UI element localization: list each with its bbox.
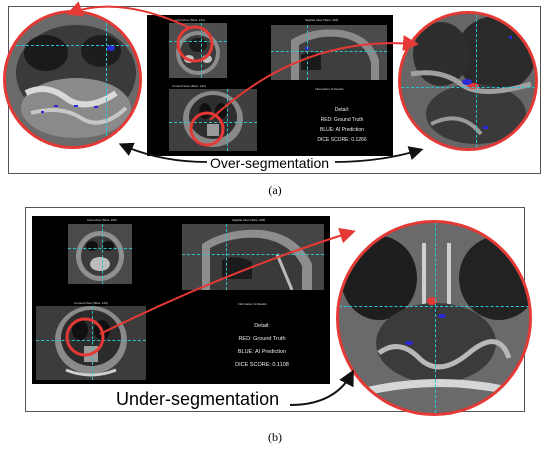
zoom-sagittal-detail-a	[398, 11, 538, 151]
arrow-to-right-zoom-a	[209, 35, 419, 121]
axial-view-title: Axial View (Slice: 166)	[87, 218, 117, 222]
crosshair-vertical	[201, 23, 202, 78]
caption-b: (b)	[268, 430, 282, 444]
crosshair-horizontal	[6, 45, 139, 46]
crosshair-vertical	[92, 306, 93, 380]
ground-truth-legend: RED: Ground Truth	[238, 336, 286, 342]
arrow-to-left-zoom-a	[66, 1, 191, 29]
over-segmentation-label: Over-segmentation	[210, 155, 330, 171]
caption-a: (a)	[268, 183, 282, 197]
results-info-b: Detail: RED: Ground Truth BLUE: AI Predi…	[212, 320, 312, 372]
zoom-coronal-detail-b	[336, 220, 532, 416]
zoom-axial-detail-a	[3, 10, 142, 149]
highlight-circle-coronal-b	[65, 317, 105, 357]
prediction-legend: BLUE: AI Prediction	[320, 127, 364, 133]
coronal-view-title: Coronal View (Slice: 123)	[74, 301, 108, 305]
crosshair-vertical	[102, 224, 103, 284]
sagittal-slice-b[interactable]	[182, 224, 324, 290]
crosshair-horizontal	[339, 306, 529, 307]
info-title: Information & Results	[238, 302, 267, 306]
results-info-a: Detail: RED: Ground Truth BLUE: AI Predi…	[297, 105, 387, 145]
crosshair-vertical	[307, 25, 308, 80]
crosshair-horizontal	[169, 122, 257, 123]
detail-label: Detail:	[334, 107, 350, 113]
sagittal-zoom-image-a	[401, 14, 535, 148]
info-title: Information & Results	[315, 87, 344, 91]
axial-slice-b[interactable]	[68, 224, 132, 284]
sagittal-view-title: Sagittal View (Slice: 303)	[305, 18, 339, 22]
arrow-black-left-a	[118, 142, 208, 163]
sagittal-view-title: Sagittal View (Slice: 283)	[232, 218, 266, 222]
coronal-slice-a[interactable]	[169, 89, 257, 151]
crosshair-vertical	[226, 224, 227, 290]
prediction-legend: BLUE: AI Prediction	[237, 349, 287, 355]
coronal-slice-b[interactable]	[36, 306, 146, 380]
highlight-circle-coronal-a	[189, 111, 225, 147]
crosshair-vertical	[435, 223, 436, 413]
dice-score: DICE SCORE: 0.1266	[317, 137, 367, 143]
crosshair-vertical	[227, 89, 228, 151]
dice-score: DICE SCORE: 0.1108	[235, 362, 289, 368]
axial-view-title: Axial View (Slice: 134)	[175, 18, 205, 22]
viewer-window-a: Axial View (Slice: 134) Sagittal View (S…	[147, 15, 393, 156]
crosshair-horizontal	[68, 248, 132, 249]
under-segmentation-label: Under-segmentation	[116, 389, 280, 409]
ground-truth-legend: RED: Ground Truth	[320, 117, 364, 123]
arrow-to-zoom-b	[99, 227, 356, 335]
crosshair-horizontal	[401, 87, 535, 88]
crosshair-horizontal	[36, 340, 146, 341]
crosshair-vertical	[476, 14, 477, 148]
crosshair-horizontal	[182, 254, 324, 255]
coronal-view-title: Coronal View (Slice: 142)	[172, 84, 206, 88]
arrow-black-right-a	[334, 146, 424, 163]
arrow-black-b	[289, 369, 354, 406]
coronal-zoom-image-b	[339, 223, 529, 413]
crosshair-vertical	[106, 13, 107, 146]
highlight-circle-axial-a	[176, 25, 214, 63]
sagittal-slice-a[interactable]	[271, 25, 387, 80]
viewer-window-b: Axial View (Slice: 166) Sagittal View (S…	[32, 216, 330, 384]
detail-label: Detail:	[254, 323, 270, 329]
crosshair-horizontal	[169, 41, 227, 42]
